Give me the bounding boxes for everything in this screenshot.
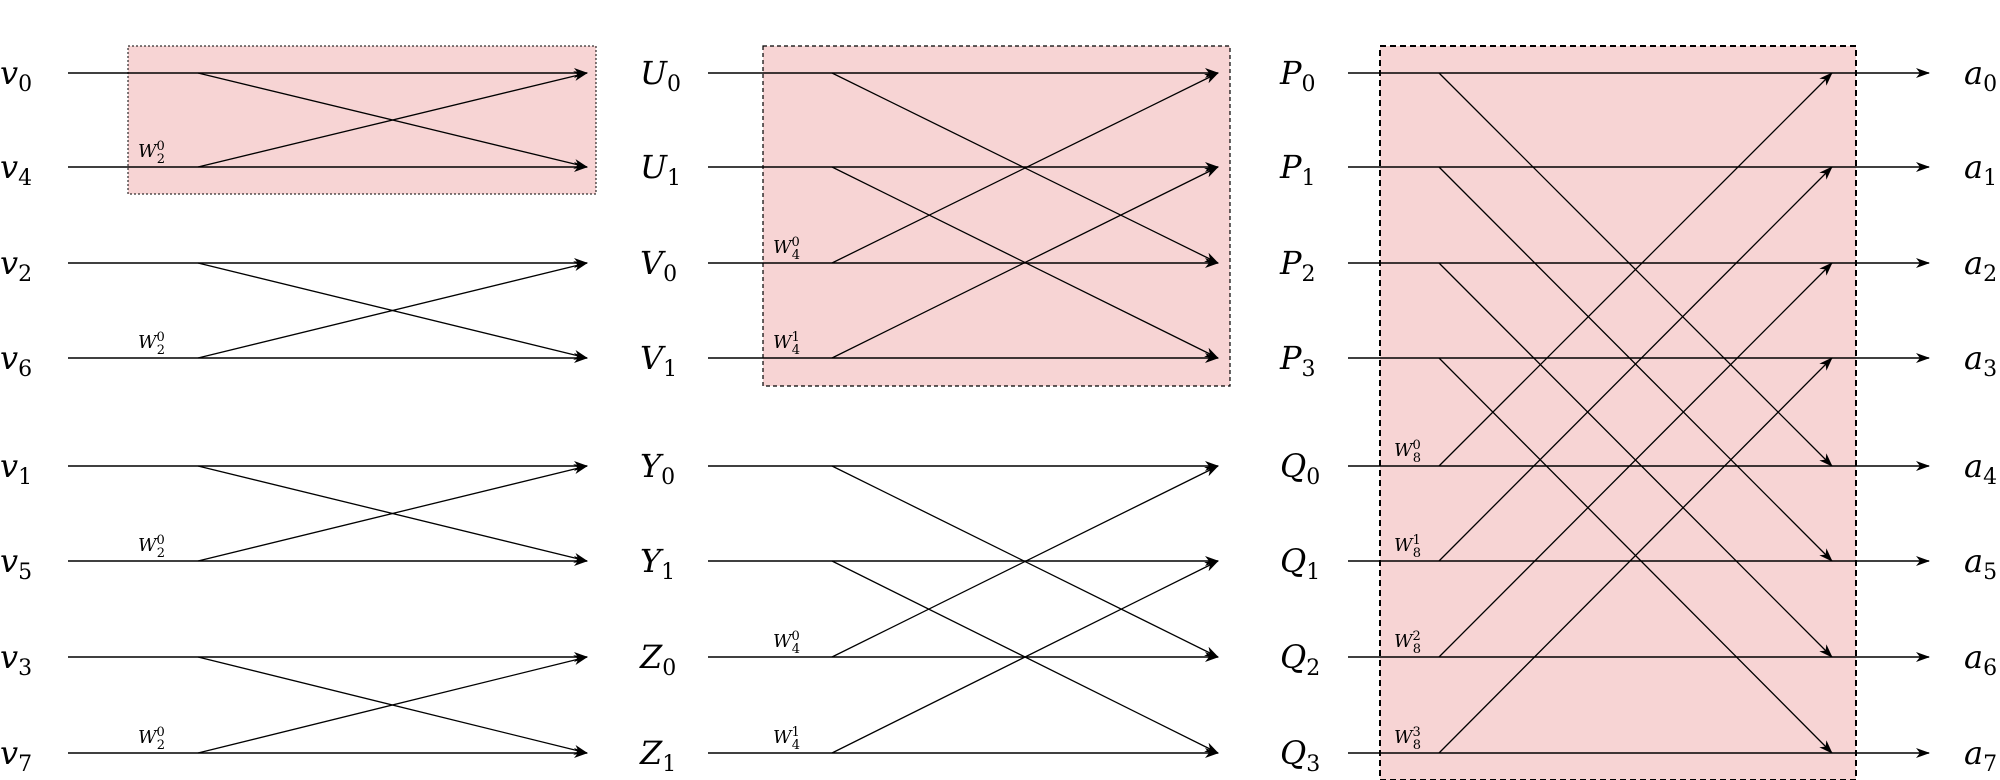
stage3-cross-arrow-6 xyxy=(1438,262,1833,658)
stage1-output-label: Y1 xyxy=(640,542,675,585)
stage3-cross-arrow-5 xyxy=(1438,166,1833,562)
output-label: a0 xyxy=(1964,54,1997,97)
stage2-output-label: P2 xyxy=(1279,244,1316,287)
stage2-output-label: Q3 xyxy=(1280,734,1320,777)
input-label: v3 xyxy=(0,638,32,681)
stage2-output-label: Q1 xyxy=(1280,542,1320,585)
input-label: v2 xyxy=(0,244,32,287)
stage3-cross-arrow-4 xyxy=(1438,72,1833,467)
input-label: v6 xyxy=(0,339,32,382)
output-label: a1 xyxy=(1964,148,1997,191)
stage2-output-label: Q0 xyxy=(1280,447,1320,490)
stage1-cross-arrow-1 xyxy=(197,71,588,168)
input-label: v4 xyxy=(0,148,32,191)
stage2-cross-arrow-7 xyxy=(831,560,1219,754)
stage2-cross-arrow-2 xyxy=(831,72,1219,264)
output-label: a2 xyxy=(1964,244,1997,287)
output-label: a3 xyxy=(1964,339,1997,382)
stage1-output-label: V1 xyxy=(640,339,677,382)
highlight-box-stage3 xyxy=(1379,45,1857,780)
stage2-cross-arrow-3 xyxy=(831,166,1219,359)
stage2-cross-arrow-6 xyxy=(831,465,1219,658)
stage2-output-label: P1 xyxy=(1279,148,1316,191)
stage1-output-label: Z0 xyxy=(639,638,676,681)
stage1-cross-arrow-7 xyxy=(197,655,588,754)
input-label: v0 xyxy=(0,54,32,97)
output-label: a7 xyxy=(1964,734,1997,777)
input-label: v7 xyxy=(0,734,32,777)
stage1-output-label: V0 xyxy=(640,244,677,287)
output-label: a6 xyxy=(1964,638,1997,681)
stage2-output-label: P0 xyxy=(1279,54,1316,97)
stage1-output-label: U0 xyxy=(640,54,681,97)
highlight-box-stage2 xyxy=(762,45,1231,387)
output-label: a5 xyxy=(1964,542,1997,585)
highlight-box-stage1 xyxy=(127,45,597,195)
stage1-cross-arrow-5 xyxy=(197,464,588,562)
input-label: v5 xyxy=(0,542,32,585)
stage1-cross-arrow-3 xyxy=(197,261,588,359)
input-label: v1 xyxy=(0,447,32,490)
stage1-output-label: Z1 xyxy=(639,734,676,777)
stage2-output-label: P3 xyxy=(1279,339,1316,382)
output-label: a4 xyxy=(1964,447,1997,490)
stage1-output-label: U1 xyxy=(640,148,681,191)
stage3-cross-arrow-7 xyxy=(1438,357,1833,754)
stage1-output-label: Y0 xyxy=(640,447,675,490)
stage2-output-label: Q2 xyxy=(1280,638,1320,681)
